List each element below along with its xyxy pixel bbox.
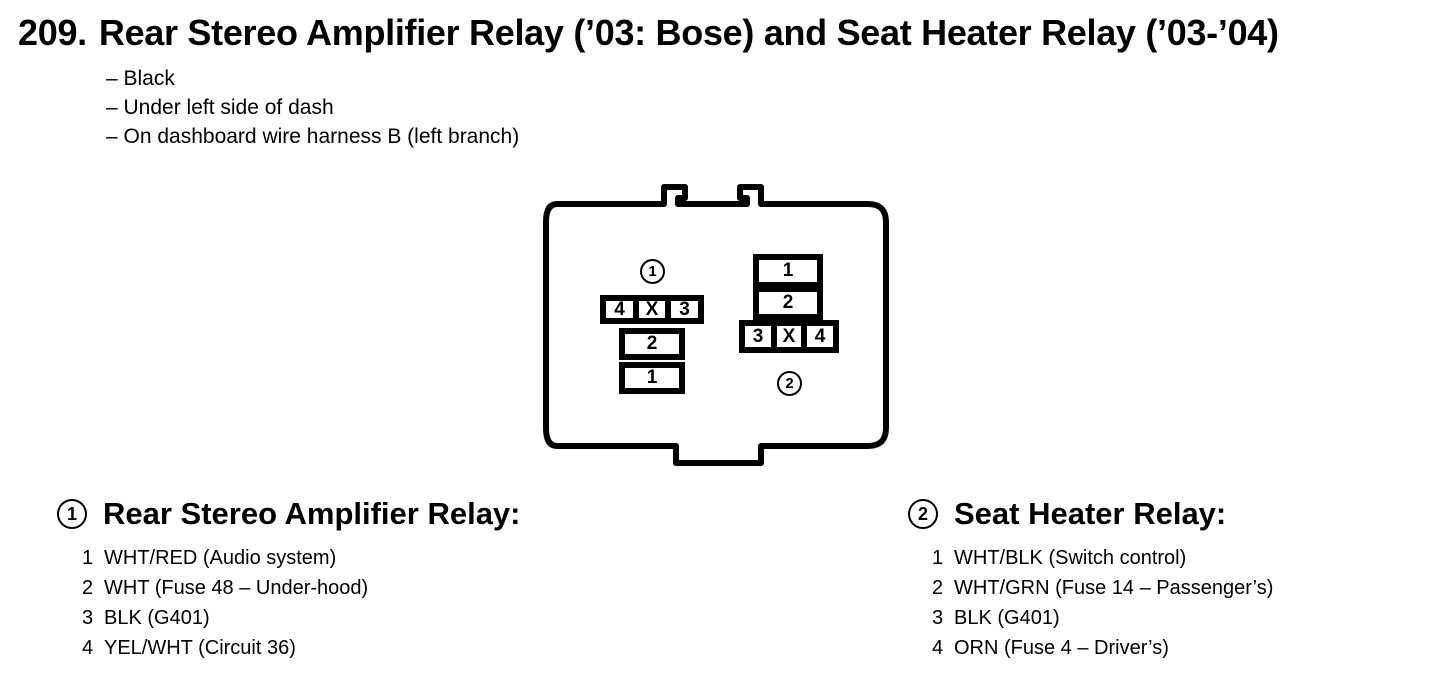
connector-2-pin-x: X (782, 326, 796, 347)
connector-2-divider (771, 326, 777, 347)
relay-1-marker: 1 (57, 499, 87, 529)
connector-1-pin-1-cell: 1 (619, 362, 685, 394)
connector-2-pin-3: 3 (752, 326, 764, 347)
connector-2-pin-1: 1 (782, 260, 794, 281)
connector-1-pin-1: 1 (646, 367, 658, 388)
relay-details: – Black – Under left side of dash – On d… (106, 64, 519, 151)
connector-2-marker: 2 (777, 371, 802, 396)
page-title: 209. Rear Stereo Amplifier Relay (’03: Bo… (18, 12, 1279, 54)
detail-location: – Under left side of dash (106, 96, 334, 119)
relay-2-heading: 2 Seat Heater Relay: (908, 496, 1226, 532)
connector-1-top-row: 4 X 3 (600, 295, 704, 324)
connector-2-divider (801, 326, 807, 347)
connector-1-pin-3: 3 (679, 299, 690, 320)
connector-2-pin-1-cell: 1 (753, 254, 823, 288)
connector-2-pin-2: 2 (782, 292, 794, 313)
title-text: Rear Stereo Amplifier Relay (’03: Bose) … (98, 12, 1279, 53)
connector-1-divider (633, 301, 639, 318)
connector-diagram: 1 4 X 3 2 1 1 2 3 X 4 2 (536, 180, 892, 470)
relay-2-marker: 2 (908, 499, 938, 529)
connector-2-bottom-row: 3 X 4 (739, 320, 839, 353)
relay-2-title: Seat Heater Relay: (954, 496, 1227, 531)
connector-1-marker: 1 (640, 259, 665, 284)
relay-1-heading: 1 Rear Stereo Amplifier Relay: (57, 496, 521, 532)
detail-harness: – On dashboard wire harness B (left bran… (106, 125, 520, 148)
connector-1-pin-x: X (645, 299, 659, 320)
page-number: 209. (18, 12, 87, 53)
relay-1-title: Rear Stereo Amplifier Relay: (103, 496, 521, 531)
connector-1-pin-2: 2 (646, 333, 658, 354)
connector-outline (543, 184, 889, 466)
connector-2-pin-4: 4 (814, 326, 826, 347)
connector-1-pin-4: 4 (614, 299, 625, 320)
connector-2-pin-2-cell: 2 (753, 286, 823, 320)
connector-1-divider (665, 301, 671, 318)
connector-1-pin-2-cell: 2 (619, 328, 685, 360)
detail-color: – Black (106, 67, 175, 90)
